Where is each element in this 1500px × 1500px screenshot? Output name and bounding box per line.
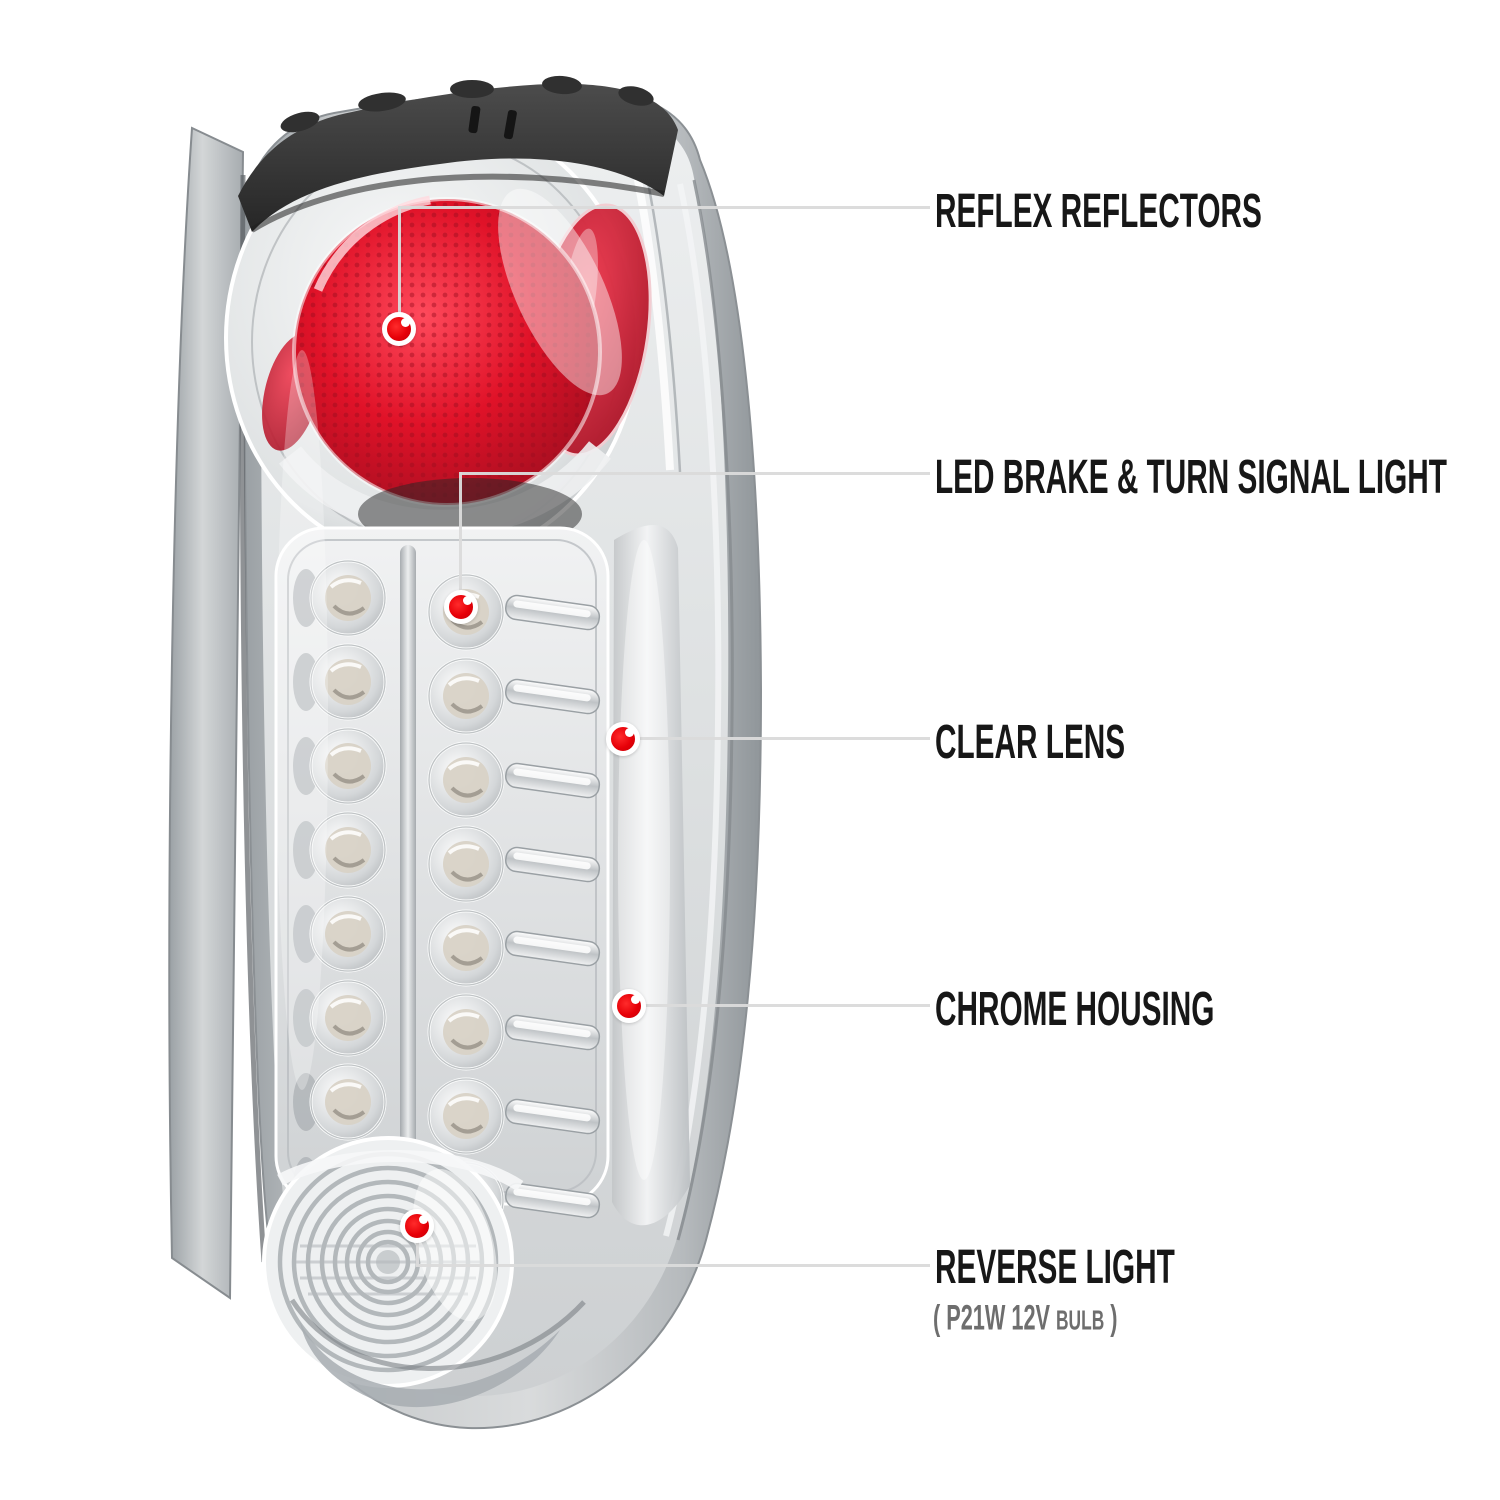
callout-label-led-brake: LED BRAKE & TURN SIGNAL LIGHT	[935, 451, 1447, 504]
callout-dot-reverse-light	[400, 1209, 434, 1243]
leader-line-led-h	[460, 472, 930, 475]
callout-label-clear-lens: CLEAR LENS	[935, 716, 1126, 769]
leader-line-clear-lens	[623, 737, 930, 740]
callout-label-reflex-reflectors: REFLEX REFLECTORS	[935, 185, 1262, 238]
sublabel-bulb: BULB	[1056, 1304, 1105, 1336]
leader-line-chrome-housing	[629, 1004, 930, 1007]
callout-dot-reflex-reflectors	[382, 312, 416, 346]
sublabel-prefix: ( P21W 12V	[933, 1298, 1057, 1338]
leader-line-reverse-v	[416, 1232, 419, 1266]
leader-line-led-v	[459, 472, 462, 594]
callout-dot-clear-lens	[606, 722, 640, 756]
leader-line-reflex-h	[399, 206, 930, 209]
sublabel-suffix: )	[1104, 1298, 1118, 1338]
callout-sublabel-reverse-bulb: ( P21W 12V BULB )	[933, 1301, 1117, 1336]
callout-label-reverse-light: REVERSE LIGHT	[935, 1241, 1175, 1294]
callout-dot-chrome-housing	[612, 989, 646, 1023]
leader-line-reverse-h	[416, 1264, 930, 1267]
leader-line-reflex-v	[398, 206, 401, 318]
callout-label-chrome-housing: CHROME HOUSING	[935, 983, 1215, 1036]
callout-dot-led-brake	[444, 590, 478, 624]
